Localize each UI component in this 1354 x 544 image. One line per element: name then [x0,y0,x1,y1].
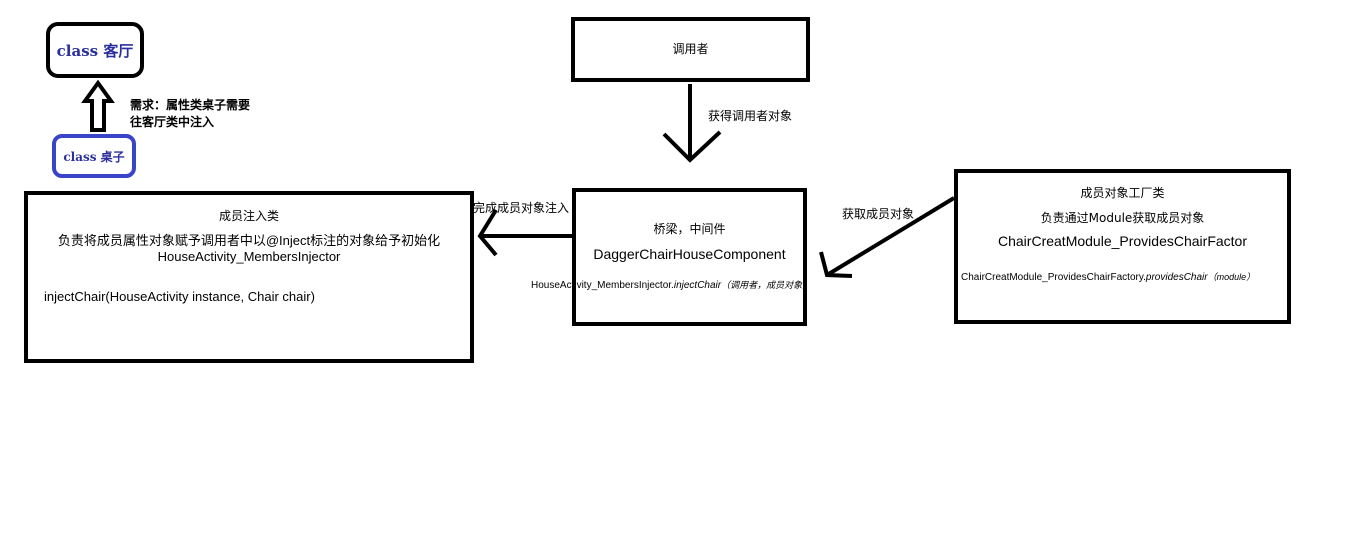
injector-class-name: HouseActivity_MembersInjector [157,249,341,264]
factory-class-name: ChairCreatModule_ProvidesChairFactor [998,233,1247,249]
arrow-caller-head [662,130,722,163]
complete-injection-label: 完成成员对象注入 [473,201,570,215]
bridge-component-box: 桥梁，中间件 DaggerChairHouseComponent [572,188,807,326]
factory-description: 负责通过Module获取成员对象 [1040,211,1205,225]
get-member-label: 获取成员对象 [842,207,915,221]
requirement-line-2: 往客厅类中注入 [130,115,215,129]
requirement-note: 需求：属性类桌子需要 往客厅类中注入 [130,97,280,131]
bridge-class-name: DaggerChairHouseComponent [593,246,786,262]
members-injector-box: 成员注入类 负责将成员属性对象赋予调用者中以@Inject标注的对象给予初始化 … [24,191,474,363]
injector-method: injectChair(HouseActivity instance, Chai… [44,289,315,304]
factory-call-args: （module） [1207,272,1256,282]
injector-title: 成员注入类 [218,209,279,223]
requirement-line-1: 需求：属性类桌子需要 [130,98,251,112]
injector-description: 负责将成员属性对象赋予调用者中以@Inject标注的对象给予初始化 [57,233,441,248]
caller-title: 调用者 [672,42,709,56]
arrow-bridge-head [819,251,853,278]
factory-title: 成员对象工厂类 [1080,186,1165,200]
living-room-class-box: class 客厅 [46,22,144,78]
table-class-box: class 桌子 [52,134,136,178]
bridge-call-method: injectChair [673,280,722,291]
arrow-injector-head [477,208,498,257]
bridge-call-prefix: HouseActivity_MembersInjector. [531,280,674,291]
factory-call-method: providesChair [1145,272,1208,283]
bridge-title: 桥梁，中间件 [653,222,726,236]
factory-call-prefix: ChairCreatModule_ProvidesChairFactory. [961,272,1146,283]
member-factory-box: 成员对象工厂类 负责通过Module获取成员对象 ChairCreatModul… [954,169,1291,324]
caller-box: 调用者 [571,17,810,82]
factory-call-text: ChairCreatModule_ProvidesChairFactory.pr… [961,270,1255,283]
living-room-class-label: class 客厅 [56,41,134,60]
bridge-call-args: （调用者，成员对象） [721,280,812,290]
table-class-label: class 桌子 [63,149,125,164]
bridge-call-text: HouseActivity_MembersInjector.injectChai… [531,278,811,291]
inheritance-hollow-arrow [81,79,115,132]
get-caller-label: 获得调用者对象 [708,109,793,123]
arrow-factory-to-bridge [825,196,956,277]
